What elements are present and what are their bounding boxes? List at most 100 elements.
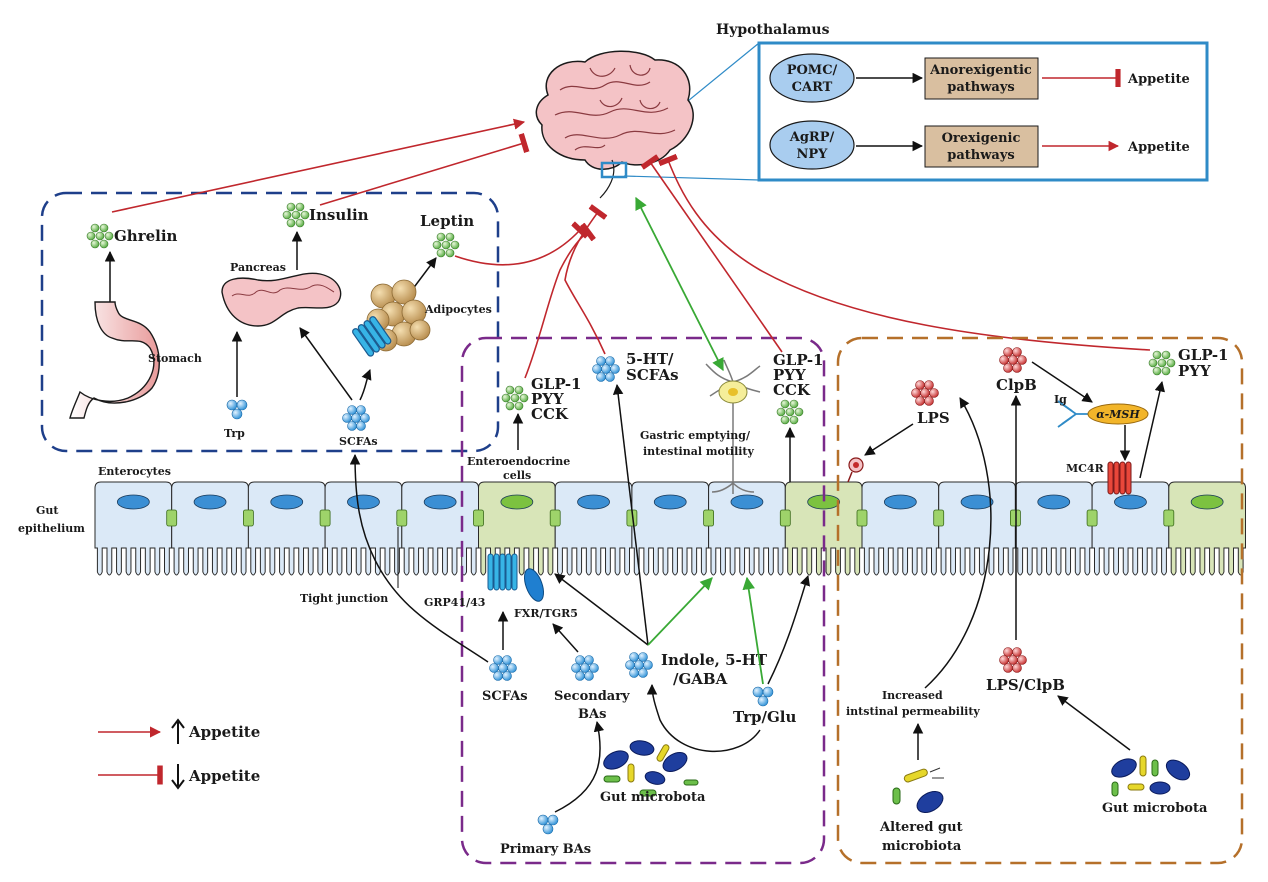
lps-clpb-label: LPS/ClpB <box>986 676 1065 694</box>
legend-decrease-label: Appetite <box>188 767 260 785</box>
altered-microbiota-icon <box>892 767 944 813</box>
ig-label: Ig <box>1054 393 1067 406</box>
clpb-to-amsh-arrow <box>1031 361 1093 403</box>
cell-nucleus <box>1037 494 1071 510</box>
enteroendocrine-label-2: cells <box>503 469 531 482</box>
scfas-left-label: SCFAs <box>339 435 378 448</box>
primary-to-secondary-bas-arrow <box>554 720 605 813</box>
scfas-mid-label: SCFAs <box>482 689 528 704</box>
glp1-far-right-dots <box>1148 350 1176 376</box>
tight-junction <box>319 509 331 527</box>
tight-junction <box>856 509 868 527</box>
secondary-bas-to-fxr-arrow <box>552 623 579 653</box>
enteroendocrine-cell <box>478 481 556 576</box>
scfas-mid-dots <box>489 655 517 681</box>
enterocyte-cell <box>938 481 1016 576</box>
hypothalamus-marker <box>600 161 628 179</box>
eec-to-glp1-far-right-arrow <box>1139 380 1166 479</box>
endocrine-organs-panel <box>40 191 500 453</box>
trp-glu-label: Trp/Glu <box>733 708 796 726</box>
amsh-label: α-MSH <box>1096 408 1140 421</box>
anorexigenic-box <box>924 57 1039 100</box>
ig-antibody-icon <box>1057 400 1090 428</box>
scfas-to-adipocytes-arrow <box>359 369 372 401</box>
glp1-right-label-1: GLP-1 <box>773 351 823 369</box>
orexigenic-label-2: pathways <box>947 148 1014 163</box>
enterocyte-cell <box>401 481 479 576</box>
glp1-left-label-3: CCK <box>531 405 569 423</box>
stomach-label: Stomach <box>148 352 202 365</box>
legend: Appetite Appetite <box>98 718 260 790</box>
tlr-receptor-icon <box>847 457 864 483</box>
fxr-label: FXR/TGR5 <box>514 607 578 620</box>
enterocyte-cell <box>631 481 710 576</box>
clpb-label: ClpB <box>996 376 1037 394</box>
gut-epithelium-label-2: epithelium <box>18 522 85 535</box>
mc4r-label: MC4R <box>1066 462 1105 475</box>
secondary-bas-label-2: BAs <box>578 707 606 722</box>
appetite-label-2: Appetite <box>1127 140 1190 155</box>
enteroendocrine-label-1: Enteroendocrine <box>467 455 570 468</box>
indole-to-ht-scfas-arrow <box>612 383 649 646</box>
ht-scfas-to-brain-inhibit <box>564 204 608 355</box>
stomach-icon <box>69 301 160 419</box>
leptin-dots <box>432 232 460 258</box>
agrp-label-1: AgRP/ <box>789 130 835 145</box>
enterocyte-cell <box>554 481 633 576</box>
ht-scfas-label-2: SCFAs <box>626 366 679 384</box>
cell-nucleus <box>883 494 917 510</box>
adipocyte-receptor-icon <box>352 316 392 357</box>
increased-label-2: intstinal permeability <box>846 705 980 718</box>
indole-to-neuron-green-arrow <box>647 577 713 646</box>
tight-junction <box>779 509 791 527</box>
neuron-icon <box>705 359 761 494</box>
grp41-43-receptor-icon <box>487 553 518 591</box>
ht-scfas-dots <box>592 356 620 382</box>
glp1-right-dots <box>776 399 804 425</box>
gut-microbota-mid-icon <box>603 740 699 797</box>
lps-dots <box>911 380 939 406</box>
scfas-to-pancreas-arrow <box>299 327 353 401</box>
anorexigenic-label-2: pathways <box>947 80 1014 95</box>
gut-epithelium-label-1: Gut <box>36 504 59 517</box>
ghrelin-to-brain-arrow <box>111 118 526 213</box>
cell-nucleus <box>423 494 457 510</box>
amsh-oval <box>1087 403 1149 425</box>
cell-nucleus <box>270 494 304 510</box>
secondary-bas-label-1: Secondary <box>554 689 630 704</box>
glp1-far-right-label-2: PYY <box>1178 362 1211 380</box>
tight-junction <box>1163 509 1175 527</box>
increased-label-1: Increased <box>882 689 943 702</box>
gut-epithelium: Enterocytes Gut epithelium Tight junctio… <box>18 465 1246 605</box>
orexigenic-label-1: Orexigenic <box>942 131 1021 146</box>
glp1-left-label-1: GLP-1 <box>531 375 581 393</box>
altered-label-2: microbiota <box>882 839 962 854</box>
tight-junction <box>473 509 484 527</box>
tight-junction <box>549 509 561 527</box>
lps-label: LPS <box>917 409 950 427</box>
tight-junction <box>166 509 178 527</box>
cell-nucleus <box>1114 494 1147 510</box>
indole-label-1: Indole, 5-HT <box>661 651 768 669</box>
cell-nucleus <box>347 494 380 510</box>
pancreas-label: Pancreas <box>230 261 286 274</box>
glp1-far-right-to-brain-inhibit <box>658 153 1151 351</box>
tight-junction <box>1086 509 1098 527</box>
lps-to-receptor-arrow <box>864 423 914 456</box>
pomc-label-1: POMC/ <box>787 63 838 78</box>
tight-junction <box>396 509 408 527</box>
glp1-far-right-label-1: GLP-1 <box>1178 346 1228 364</box>
orexigenic-box <box>924 125 1039 168</box>
enterocyte-cell <box>94 481 173 576</box>
cell-nucleus <box>577 494 610 510</box>
glp1-right-to-brain-inhibit <box>640 154 783 353</box>
insulin-label: Insulin <box>309 206 369 224</box>
enterocyte-cell <box>1091 481 1170 576</box>
enterocyte-cell <box>861 481 940 576</box>
enterocytes-label: Enterocytes <box>98 465 171 478</box>
pomc-label-2: CART <box>792 80 833 95</box>
glp1-left-dots <box>501 385 529 411</box>
pancreas-icon <box>221 272 342 327</box>
enterocyte-cell <box>708 481 786 576</box>
gastric-label-2: intestinal motility <box>643 445 755 458</box>
